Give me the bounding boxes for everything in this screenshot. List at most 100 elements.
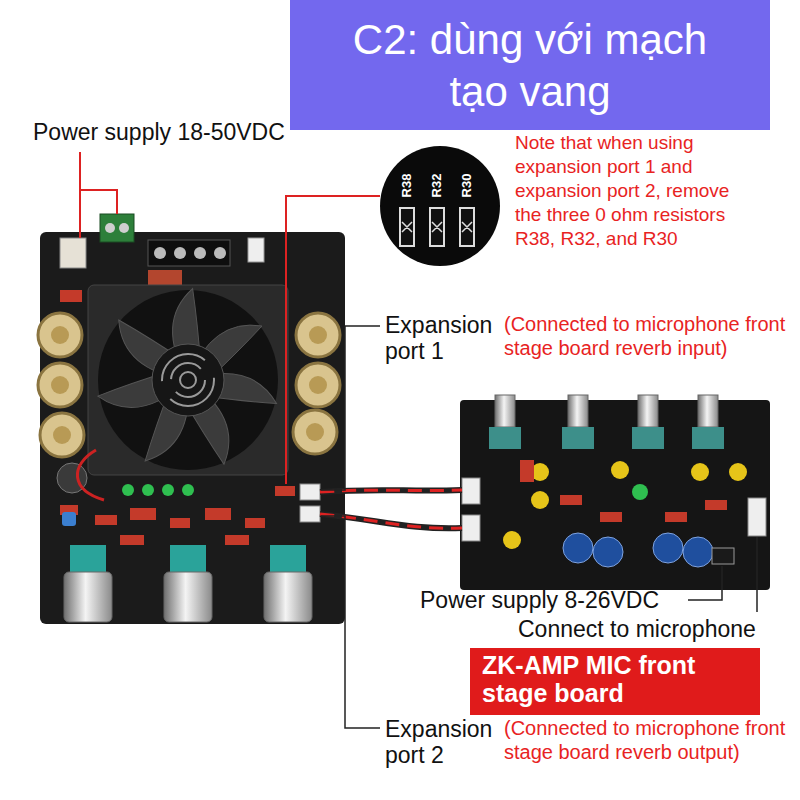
mic-board	[460, 395, 770, 590]
amp-board	[306, 423, 324, 441]
mic-board	[632, 484, 648, 500]
mic-board	[593, 537, 623, 567]
amp-board	[130, 508, 156, 520]
port-label: Expansion port 2	[385, 716, 503, 768]
amp-board	[62, 512, 76, 526]
amp-board	[60, 238, 86, 268]
mic-board	[748, 498, 766, 536]
amp-board	[40, 413, 84, 457]
resistor-label: R30	[460, 168, 475, 202]
power-label: Power supply 8-26VDC	[420, 587, 682, 613]
amp-board	[194, 247, 206, 259]
mic-board	[691, 463, 709, 481]
leader-line	[756, 537, 758, 612]
power-label: Power supply 18-50VDC	[33, 119, 353, 145]
amp-board	[64, 572, 112, 622]
amp-board	[296, 363, 340, 407]
amp-board	[70, 545, 106, 575]
title-banner: C2: dùng với mạch tạo vang	[290, 0, 770, 130]
port-note: (Connected to microphone front stage boa…	[504, 716, 786, 764]
mic-board	[562, 427, 594, 449]
amp-board	[120, 535, 144, 545]
amp-board	[309, 376, 327, 394]
amp-board	[275, 486, 295, 496]
amp-board	[264, 572, 312, 622]
leader-line	[80, 152, 117, 238]
amp-board	[88, 285, 288, 475]
amp-board	[309, 326, 327, 344]
amp-board	[300, 484, 320, 500]
amp-board	[100, 214, 134, 242]
title-text: C2: dùng với mạch tạo vang	[320, 14, 740, 118]
mic-board	[460, 400, 770, 590]
mic-board	[568, 395, 588, 427]
mic-board	[462, 515, 480, 541]
amp-board	[148, 270, 182, 286]
amp-board	[182, 484, 194, 496]
amp-board	[148, 240, 230, 266]
amp-board	[170, 545, 206, 575]
mic-board	[729, 463, 747, 481]
amp-board	[38, 363, 82, 407]
port-note: (Connected to microphone front stage boa…	[504, 312, 786, 360]
amp-board	[225, 535, 249, 545]
mic-board	[600, 512, 622, 522]
mic-board	[653, 533, 683, 563]
mic-board	[692, 427, 724, 449]
amp-board	[293, 410, 337, 454]
mic-board	[563, 533, 593, 563]
leader-line	[321, 516, 380, 728]
amp-board	[53, 426, 71, 444]
port-label: Expansion port 1	[385, 312, 503, 364]
mic-board	[495, 395, 515, 427]
amp-board	[248, 238, 264, 262]
leader-line	[286, 196, 380, 484]
amp-board	[296, 313, 340, 357]
resistor-inset	[380, 146, 500, 266]
resistor-label: R32	[430, 168, 445, 202]
amp-board	[214, 247, 226, 259]
mic-board	[705, 500, 727, 510]
amp-board	[174, 247, 186, 259]
amp-board	[77, 450, 104, 500]
mic-board	[683, 537, 713, 567]
amp-board	[38, 214, 345, 624]
mic-board	[611, 461, 629, 479]
amp-board	[119, 223, 129, 233]
title-box: ZK-AMP MIC front stage board	[470, 648, 760, 715]
mic-board	[520, 460, 534, 482]
mic-board	[632, 427, 664, 449]
resistor-label: R38	[400, 168, 415, 202]
mic-board	[712, 548, 734, 564]
amp-board	[142, 484, 154, 496]
mic-board	[665, 512, 687, 522]
mic-board	[698, 395, 718, 427]
amp-board	[162, 484, 174, 496]
box-text: ZK-AMP MIC front stage board	[482, 652, 750, 707]
amp-board	[122, 484, 134, 496]
amp-board	[51, 376, 69, 394]
mic-board	[560, 495, 582, 505]
resistor-inset	[402, 222, 472, 232]
mic-board	[531, 491, 549, 509]
resistor-inset	[380, 146, 500, 266]
amp-board	[170, 518, 190, 528]
amp-board	[245, 518, 265, 528]
connector-label: Connect to microphone	[518, 616, 788, 642]
leader-line	[688, 566, 722, 600]
amp-board	[40, 232, 345, 624]
amp-board	[152, 344, 224, 416]
mic-board	[489, 427, 521, 449]
amp-board	[164, 572, 212, 622]
amp-board	[105, 223, 115, 233]
amp-board	[51, 326, 69, 344]
note-text: Note that when using expansion port 1 an…	[515, 131, 733, 251]
amp-board	[95, 515, 117, 525]
amp-board	[162, 354, 214, 406]
amp-board	[300, 506, 320, 522]
leader-line	[321, 326, 380, 490]
amp-board	[154, 247, 166, 259]
amp-board	[205, 508, 231, 520]
amp-board	[171, 363, 205, 397]
